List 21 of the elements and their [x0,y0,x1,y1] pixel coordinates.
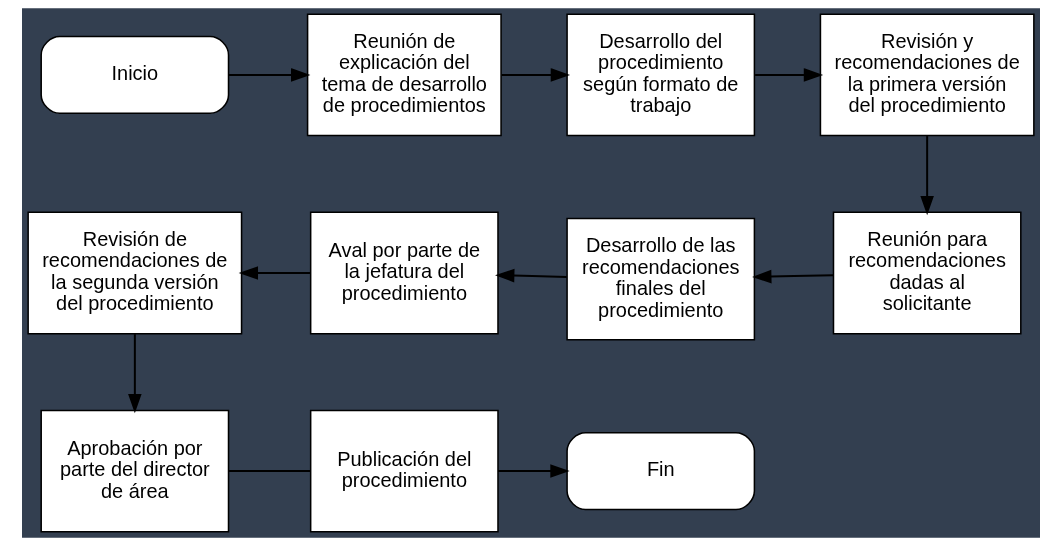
node-box: Publicación del procedimiento [309,409,499,533]
node-box: Aprobación por parte del director de área [40,409,230,533]
node-box: Aval por parte de la jefatura del procedimiento [309,211,499,335]
node-box: Fin [566,431,756,511]
node-box: Desarrollo de las recomendaciones finales del procedimiento [566,217,756,341]
connector [227,470,312,473]
arrow [227,68,311,82]
arrow [128,333,142,414]
node-box: Reunión para recomendaciones dadas al solicitante [832,211,1022,335]
arrow [500,68,571,82]
arrow [495,268,568,283]
node-box: Desarrollo del procedimiento según formato de trabajo [566,13,756,137]
node-box: Reunión de explicación del tema de desarrollo de procedimientos [306,13,502,137]
arrow [752,269,835,284]
node-box: Revisión y recomendaciones de la primera versión del procedimiento [819,13,1035,137]
node-box: Revisión de recomendaciones de la segunda versión del procedimiento [27,211,243,335]
node-box: Inicio [40,35,230,115]
arrow [920,135,934,216]
arrow [238,266,312,280]
arrow [754,68,824,82]
arrow [497,464,570,478]
